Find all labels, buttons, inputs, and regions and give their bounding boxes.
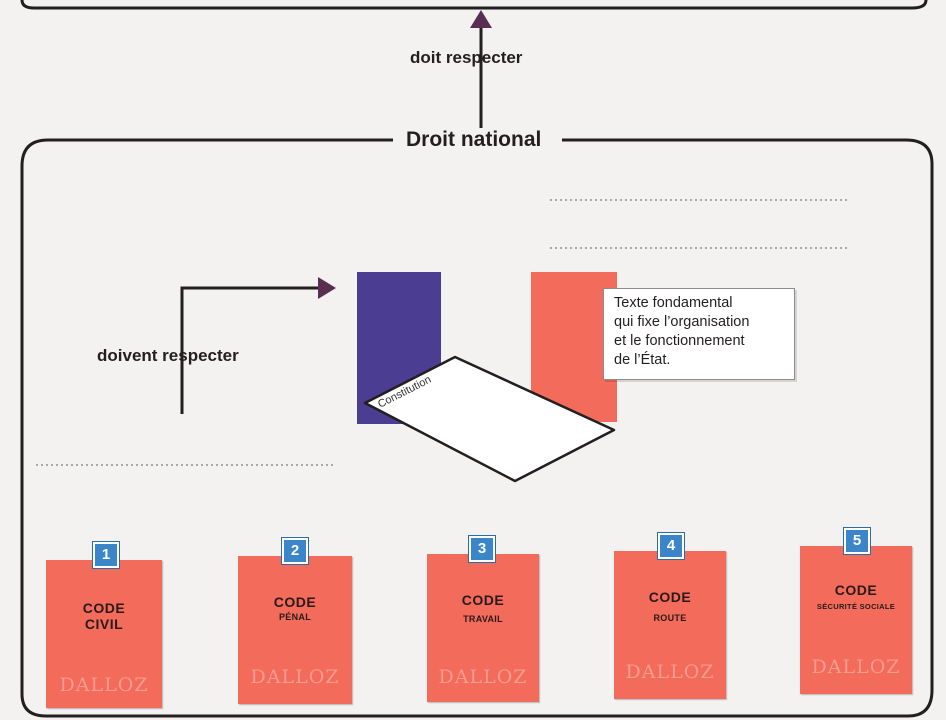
code-title: CODE: [834, 582, 878, 598]
label-doit-respecter: doit respecter: [410, 48, 523, 67]
code-title: CODE: [461, 592, 505, 608]
code-number-badge: 3: [469, 536, 495, 562]
constitution-description: Texte fondamental qui fixe l’organisatio…: [603, 288, 795, 380]
up-arrow-head: [470, 10, 492, 28]
code-book-securite-sociale: 5 CODE SÉCURITÉ SOCIALE DALLOZ: [800, 528, 912, 694]
right-arrow-head: [318, 277, 336, 299]
description-line: de l’État.: [614, 352, 671, 368]
code-number-badge: 4: [658, 533, 684, 559]
code-book-travail: 3 CODE TRAVAIL DALLOZ: [427, 536, 539, 702]
description-line: et le fonctionnement: [614, 333, 745, 349]
code-number-badge: 5: [844, 528, 870, 554]
code-title: CODE: [648, 589, 692, 605]
code-number-badge: 2: [282, 538, 308, 564]
code-subtitle: CIVIL: [84, 616, 124, 632]
publisher-logo: DALLOZ: [59, 674, 149, 696]
description-line: Texte fondamental: [614, 295, 733, 311]
constitution-paper: [363, 355, 616, 483]
upper-frame: [20, 0, 928, 10]
code-number-badge: 1: [93, 542, 119, 568]
publisher-logo: DALLOZ: [811, 656, 901, 678]
publisher-logo: DALLOZ: [438, 666, 528, 688]
code-subtitle: TRAVAIL: [463, 614, 503, 624]
label-droit-national: Droit national: [400, 128, 548, 152]
code-title: CODE: [82, 600, 126, 616]
publisher-logo: DALLOZ: [250, 666, 340, 688]
national-frame: [20, 138, 934, 718]
right-arrow-line: [180, 286, 322, 414]
code-subtitle: SÉCURITÉ SOCIALE: [816, 602, 896, 611]
code-book-route: 4 CODE ROUTE DALLOZ: [614, 533, 726, 699]
flag-red-panel: [531, 272, 617, 422]
code-title: CODE: [273, 594, 317, 610]
code-subtitle: ROUTE: [653, 613, 687, 623]
publisher-logo: DALLOZ: [625, 661, 715, 683]
label-doivent-respecter: doivent respecter: [97, 346, 239, 365]
code-subtitle: PÉNAL: [278, 612, 311, 622]
code-book-civil: 1 CODE CIVIL DALLOZ: [46, 542, 162, 708]
code-book-penal: 2 CODE PÉNAL DALLOZ: [238, 538, 352, 704]
description-line: qui fixe l’organisation: [614, 314, 750, 330]
